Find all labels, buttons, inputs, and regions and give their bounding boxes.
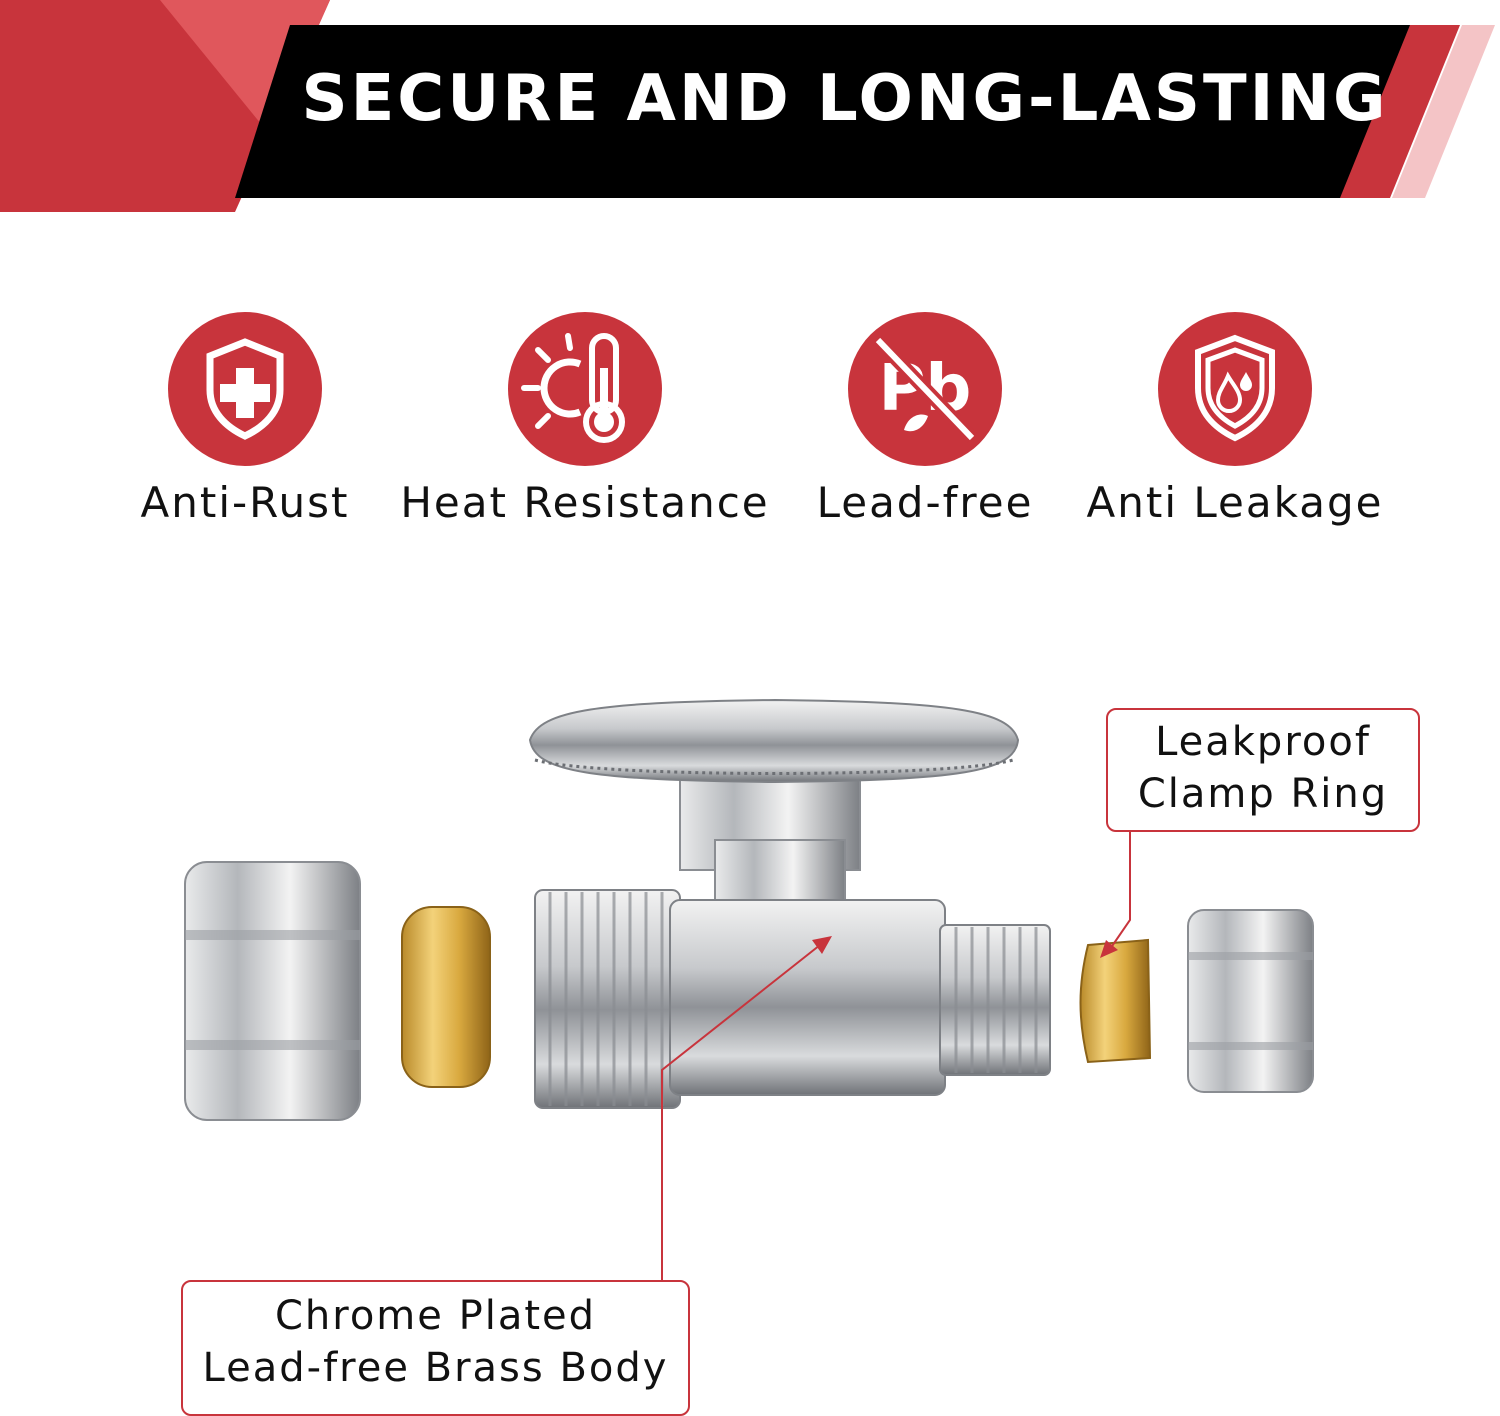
callout-line: Leakproof (1155, 719, 1371, 765)
body-callout: Chrome Plated Lead-free Brass Body (181, 1280, 690, 1416)
banner-black-strip (235, 25, 1425, 198)
feature-anti-leakage: Anti Leakage (1080, 312, 1390, 527)
feature-label: Anti Leakage (1086, 478, 1384, 527)
heat-resistance-circle (508, 312, 662, 466)
banner-title: SECURE AND LONG-LASTING (301, 62, 1389, 136)
feature-heat-resistance: Heat Resistance (395, 312, 775, 527)
shield-plus-icon (206, 338, 284, 440)
callout-line: Chrome Plated (274, 1293, 597, 1339)
banner-red-stripe (1340, 25, 1460, 198)
callout-line: Lead-free Brass Body (202, 1345, 669, 1391)
valve-illustration (184, 698, 1314, 1311)
feature-lead-free: Pb Lead-free (805, 312, 1045, 527)
feature-anti-rust: Anti-Rust (130, 312, 360, 527)
small-brass-ring (1079, 938, 1152, 1064)
feature-label: Anti-Rust (140, 478, 350, 527)
small-compression-nut (1187, 909, 1314, 1093)
feature-label: Lead-free (816, 478, 1034, 527)
anti-leakage-circle (1158, 312, 1312, 466)
feature-label: Heat Resistance (400, 478, 770, 527)
large-compression-nut (184, 861, 361, 1121)
lead-free-circle: Pb (848, 312, 1002, 466)
clamp-ring-callout: Leakproof Clamp Ring (1106, 708, 1420, 832)
anti-rust-circle (168, 312, 322, 466)
valve-body (534, 889, 1051, 1109)
header-banner (0, 0, 1495, 212)
shield-water-drop-icon (1195, 334, 1275, 442)
no-lead-icon: Pb (872, 335, 978, 443)
callout-line: Clamp Ring (1137, 771, 1389, 817)
large-brass-ring (401, 906, 491, 1088)
banner-pink-stripe (1392, 25, 1495, 198)
sun-thermometer-icon (521, 333, 625, 443)
